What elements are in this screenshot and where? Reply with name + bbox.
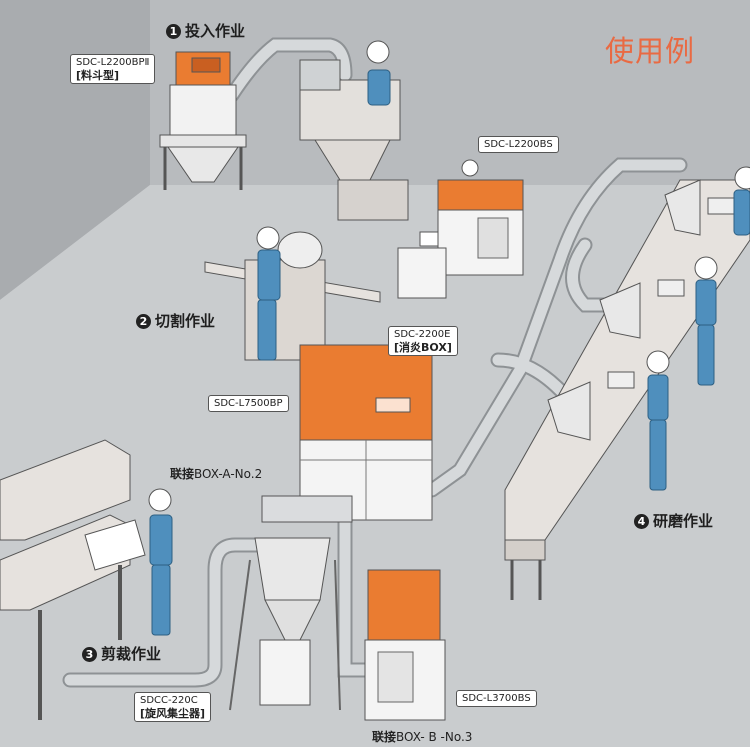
connector-a-prefix: 联接 [170,467,195,481]
task-label-trimming: 3 剪裁作业 [82,643,161,664]
task-text-1: 投入作业 [185,22,246,40]
connector-b-prefix: 联接 [372,730,397,744]
task-number-2: 2 [136,314,151,329]
connector-b-rest: BOX- B -No.3 [396,730,473,744]
model-sub-hopper: [料斗型] [76,69,120,82]
model-label-l2200bs: SDC-L2200BS [478,136,559,153]
task-label-grinding: 4 研磨作业 [634,510,713,531]
model-sub-sdc2200e: [消炎BOX] [394,341,452,354]
task-number-4: 4 [634,514,649,529]
connector-label-b: 联接BOX- B -No.3 [372,728,472,745]
task-text-3: 剪裁作业 [101,645,162,663]
task-label-cutting: 2 切割作业 [136,310,215,331]
model-label-cyclone: SDCC-220C [旋风集尘器] [134,692,212,722]
model-label-l3700bs: SDC-L3700BS [456,690,537,707]
model-name-l2200bs: SDC-L2200BS [484,139,553,150]
task-number-1: 1 [166,24,181,39]
model-name-cyclone: SDCC-220C [140,695,198,706]
task-text-2: 切割作业 [155,312,216,330]
model-name-hopper: SDC-L2200BPⅡ [76,57,150,68]
page-title: 使用例 [605,34,696,68]
connector-label-a: 联接BOX-A-No.2 [170,465,262,482]
model-label-sdc2200e: SDC-2200E [消炎BOX] [388,326,458,356]
model-label-hopper: SDC-L2200BPⅡ [料斗型] [70,54,156,84]
task-text-4: 研磨作业 [653,512,714,530]
model-sub-cyclone: [旋风集尘器] [140,707,206,720]
connector-a-rest: BOX-A-No.2 [194,467,263,481]
task-label-feeding: 1 投入作业 [166,20,245,41]
model-label-l7500bp: SDC-L7500BP [208,395,289,412]
model-name-l7500bp: SDC-L7500BP [214,398,283,409]
model-name-sdc2200e: SDC-2200E [394,329,451,340]
model-name-l3700bs: SDC-L3700BS [462,693,531,704]
task-number-3: 3 [82,647,97,662]
